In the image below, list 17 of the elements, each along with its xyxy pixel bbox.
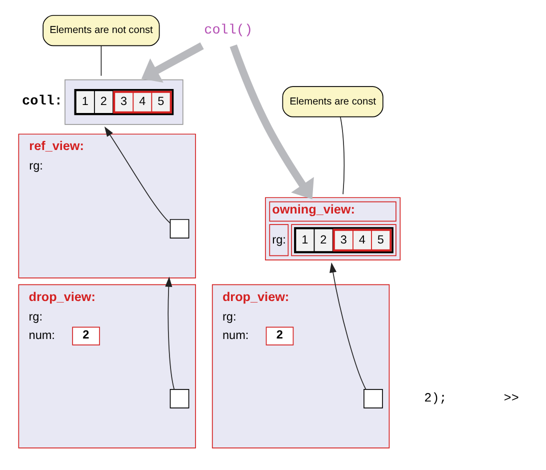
arrow	[230, 44, 314, 200]
node-box: Elements are not const	[42, 14, 160, 46]
node-box	[170, 389, 190, 408]
node-box: Elements are const	[282, 86, 384, 118]
arrow	[104, 126, 171, 224]
arrow	[165, 276, 175, 390]
node-box	[170, 219, 190, 238]
connector	[100, 45, 102, 76]
label: >>	[504, 390, 519, 406]
arrow	[330, 262, 366, 390]
node-text: coll()	[204, 24, 253, 39]
connector	[340, 116, 345, 195]
label: 2);	[424, 390, 447, 406]
cluster: drop_view: rg: num: 2	[212, 284, 390, 448]
node-box	[364, 389, 383, 408]
arrow	[141, 42, 204, 83]
node-label: coll:	[22, 94, 62, 110]
